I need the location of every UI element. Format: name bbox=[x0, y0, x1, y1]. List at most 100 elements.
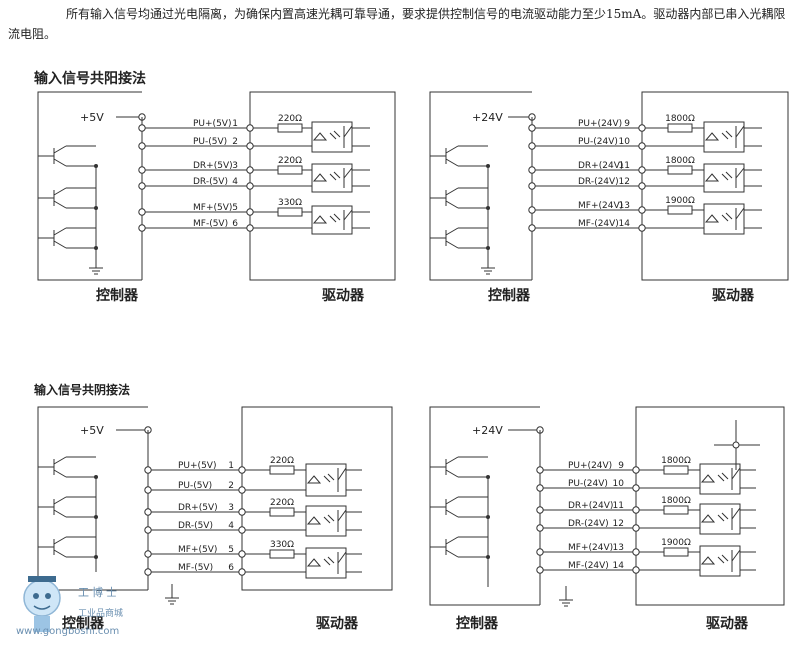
terminal bbox=[246, 166, 254, 174]
optocoupler-transistor-icon bbox=[343, 209, 353, 230]
resistor bbox=[269, 465, 295, 475]
resistor bbox=[667, 123, 693, 133]
controller-box bbox=[37, 91, 142, 281]
optocoupler-led-icon bbox=[704, 171, 733, 182]
optocoupler-led-icon bbox=[312, 171, 341, 182]
pin-label: MF+(24V) bbox=[568, 543, 613, 553]
transistor-symbol bbox=[445, 145, 459, 167]
pin-number: 1 bbox=[228, 461, 234, 471]
terminal bbox=[246, 142, 254, 150]
pin-number: 5 bbox=[228, 545, 234, 555]
optocoupler bbox=[703, 121, 745, 153]
optocoupler-led-icon bbox=[306, 473, 335, 484]
pin-number: 1 bbox=[232, 119, 238, 129]
transistor-symbol bbox=[445, 536, 459, 558]
terminal bbox=[632, 566, 640, 574]
terminal bbox=[632, 548, 640, 556]
resistor-value: 1800Ω bbox=[661, 496, 691, 506]
pin-label: PU-(5V) bbox=[178, 481, 212, 491]
pin-label: MF-(5V) bbox=[178, 563, 213, 573]
pin-label: PU-(5V) bbox=[193, 137, 227, 147]
transistor-symbol bbox=[445, 456, 459, 478]
transistor-symbol bbox=[53, 227, 67, 249]
optocoupler bbox=[699, 503, 741, 535]
pin-label: DR-(5V) bbox=[178, 521, 213, 531]
optocoupler-led-icon bbox=[312, 130, 341, 141]
crosshair-center bbox=[732, 441, 740, 449]
resistor bbox=[667, 165, 693, 175]
terminal bbox=[632, 506, 640, 514]
terminal bbox=[638, 124, 646, 132]
terminal bbox=[138, 166, 146, 174]
terminal bbox=[144, 486, 152, 494]
optocoupler-transistor-icon bbox=[735, 207, 745, 230]
optocoupler-led-icon bbox=[312, 213, 341, 224]
pin-label: DR+(24V) bbox=[578, 161, 623, 171]
resistor bbox=[277, 165, 303, 175]
pin-label: DR-(24V) bbox=[568, 519, 609, 529]
pin-number: 2 bbox=[228, 481, 234, 491]
watermark-url: www.gongboshi.com bbox=[16, 626, 120, 637]
pin-number: 6 bbox=[232, 219, 238, 229]
resistor bbox=[663, 505, 689, 515]
optocoupler bbox=[311, 163, 353, 193]
pin-label: PU-(24V) bbox=[568, 479, 608, 489]
pin-label: PU-(24V) bbox=[578, 137, 618, 147]
optocoupler-led-icon bbox=[704, 130, 733, 141]
resistor-value: 220Ω bbox=[270, 498, 294, 508]
driver-label: 驱动器 bbox=[322, 287, 365, 304]
pin-number: 4 bbox=[232, 177, 238, 187]
mascot-icon bbox=[23, 576, 61, 632]
optocoupler-transistor-icon bbox=[731, 549, 741, 572]
terminal bbox=[536, 524, 544, 532]
pin-number: 12 bbox=[619, 177, 630, 187]
ground-icon bbox=[481, 267, 495, 275]
resistor-value: 220Ω bbox=[278, 114, 302, 124]
controller-label: 控制器 bbox=[456, 615, 499, 632]
optocoupler-led-icon bbox=[306, 556, 335, 567]
resistor bbox=[277, 123, 303, 133]
terminal bbox=[536, 548, 544, 556]
terminal bbox=[246, 182, 254, 190]
pin-label: DR-(5V) bbox=[193, 177, 228, 187]
pin-number: 4 bbox=[228, 521, 234, 531]
intro-paragraph: 所有输入信号均通过光电隔离，为确保内置高速光耦可靠导通，要求提供控制信号的电流驱… bbox=[8, 7, 786, 41]
optocoupler bbox=[311, 121, 353, 153]
watermark-logo: 工博士 工业品商城 www.gongboshi.com bbox=[14, 566, 154, 646]
transistor-symbol bbox=[445, 227, 459, 249]
resistor-value: 330Ω bbox=[278, 198, 302, 208]
resistor bbox=[663, 547, 689, 557]
supply-voltage-label: +5V bbox=[80, 111, 104, 124]
terminal bbox=[528, 206, 536, 214]
pin-number: 10 bbox=[613, 479, 625, 489]
pin-label: MF-(24V) bbox=[578, 219, 619, 229]
terminal bbox=[238, 568, 246, 576]
section-title-common-cathode: 输入信号共阴接法 bbox=[34, 383, 131, 397]
driver-label: 驱动器 bbox=[706, 615, 749, 632]
terminal bbox=[638, 206, 646, 214]
terminal bbox=[144, 550, 152, 558]
resistor-value: 330Ω bbox=[270, 540, 294, 550]
pin-label: MF+(24V) bbox=[578, 201, 623, 211]
driver-label: 驱动器 bbox=[712, 287, 755, 304]
terminal bbox=[238, 526, 246, 534]
terminal bbox=[536, 566, 544, 574]
terminal bbox=[638, 166, 646, 174]
resistor-value: 1800Ω bbox=[665, 156, 695, 166]
resistor bbox=[277, 207, 303, 217]
terminal bbox=[638, 182, 646, 190]
terminal bbox=[536, 484, 544, 492]
pin-label: DR+(24V) bbox=[568, 501, 613, 511]
terminal bbox=[238, 466, 246, 474]
optocoupler-transistor-icon bbox=[337, 467, 347, 492]
terminal bbox=[638, 224, 646, 232]
terminal bbox=[528, 124, 536, 132]
resistor-value: 220Ω bbox=[270, 456, 294, 466]
terminal bbox=[536, 466, 544, 474]
terminal bbox=[632, 484, 640, 492]
optocoupler-led-icon bbox=[700, 512, 729, 523]
controller-label: 控制器 bbox=[62, 615, 105, 632]
pin-number: 9 bbox=[618, 461, 624, 471]
